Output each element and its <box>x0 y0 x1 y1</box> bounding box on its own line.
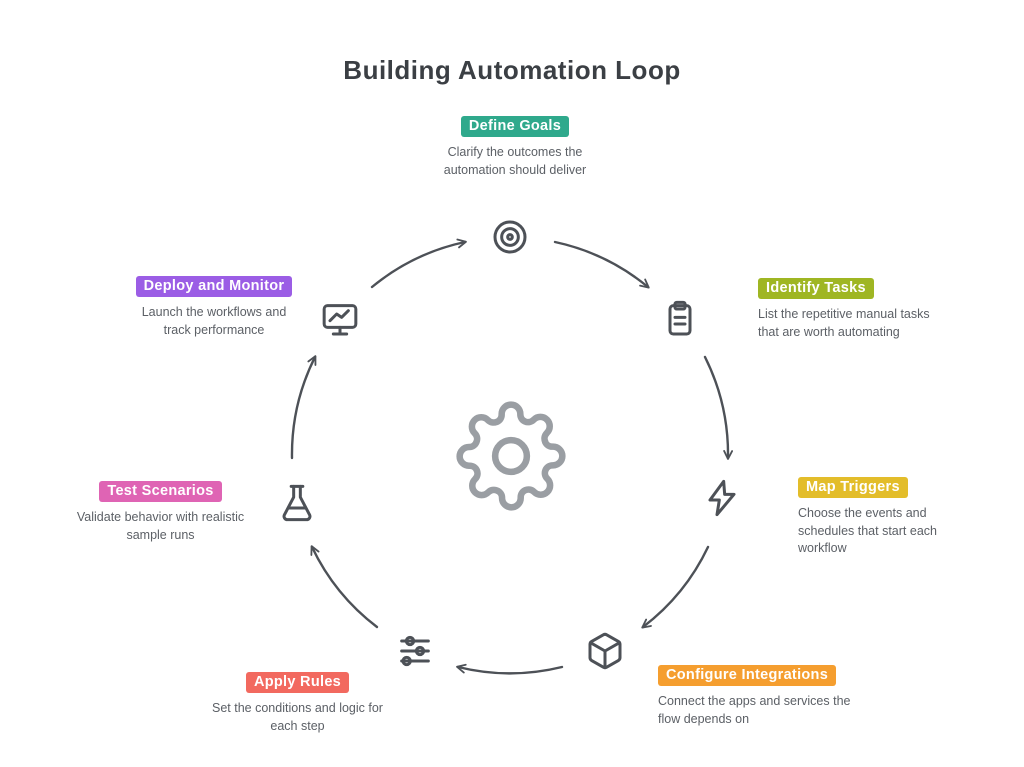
step-label: Deploy and Monitor <box>135 276 293 297</box>
step-identify-tasks: Identify Tasks List the repetitive manua… <box>758 278 933 341</box>
step-deploy-and-monitor: Deploy and Monitor Launch the workflows … <box>128 276 300 339</box>
monitor-icon <box>320 299 360 339</box>
arc-top-right <box>553 240 650 289</box>
step-apply-rules: Apply Rules Set the conditions and logic… <box>205 672 390 735</box>
arc-left-upper <box>290 355 317 460</box>
package-icon <box>585 631 625 671</box>
step-label: Configure Integrations <box>658 665 837 686</box>
step-label: Identify Tasks <box>758 278 874 299</box>
step-label: Apply Rules <box>245 672 350 693</box>
sliders-icon <box>395 631 435 671</box>
step-label: Define Goals <box>460 116 570 137</box>
target-icon <box>490 217 530 257</box>
arc-bottom <box>456 663 564 675</box>
step-configure-integrations: Configure Integrations Connect the apps … <box>658 665 853 728</box>
step-description: Clarify the outcomes the automation shou… <box>443 145 587 177</box>
step-description: Connect the apps and services the flow d… <box>658 694 851 726</box>
step-define-goals: Define Goals Clarify the outcomes the au… <box>395 116 635 179</box>
step-label: Map Triggers <box>798 477 908 498</box>
clipboard-icon <box>660 299 700 339</box>
arc-top-left <box>370 238 467 289</box>
step-description: Set the conditions and logic for each st… <box>212 701 383 733</box>
step-description: List the repetitive manual tasks that ar… <box>758 307 930 339</box>
step-test-scenarios: Test Scenarios Validate behavior with re… <box>68 481 253 544</box>
bolt-icon <box>702 478 742 518</box>
step-description: Validate behavior with realistic sample … <box>76 510 245 542</box>
flask-icon <box>277 483 317 523</box>
arc-left-lower <box>310 545 379 629</box>
step-label: Test Scenarios <box>99 481 222 502</box>
automation-gear-icon <box>455 400 567 512</box>
arc-right-lower <box>641 545 710 629</box>
diagram-title: Building Automation Loop <box>343 55 681 85</box>
step-description: Launch the workflows and track performan… <box>141 305 287 337</box>
step-description: Choose the events and schedules that sta… <box>798 506 937 555</box>
arc-right-upper <box>703 355 734 460</box>
step-map-triggers: Map Triggers Choose the events and sched… <box>798 477 963 558</box>
